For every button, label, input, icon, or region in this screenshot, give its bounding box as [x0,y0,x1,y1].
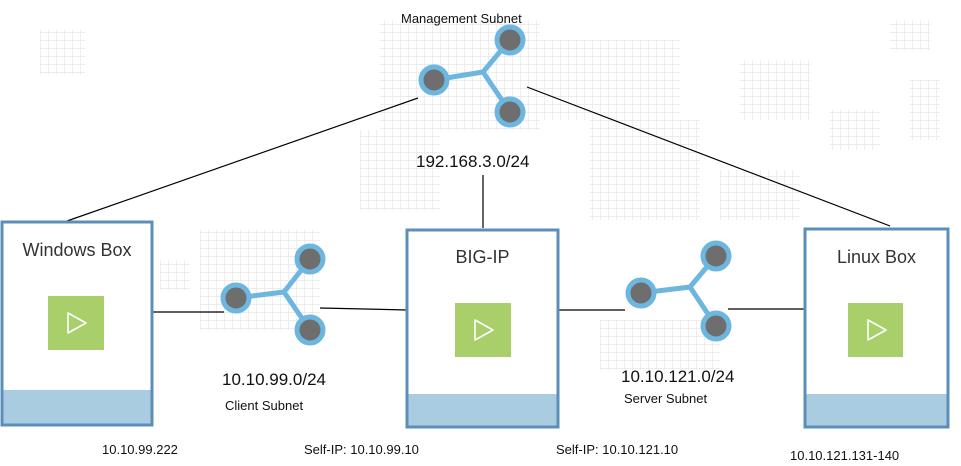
client-subnet-icon [220,243,326,346]
windows-play-tile [48,296,104,350]
server-subnet-icon [625,240,732,342]
management-subnet-icon [418,24,526,128]
bigip-box [405,228,560,429]
bigip-box-title: BIG-IP [455,247,510,267]
windows-box-title-wrap: Windows Box [2,240,152,262]
link-management-linux [526,86,891,227]
play-icon [867,319,887,341]
linux-box [803,227,950,429]
linux-box-title: Linux Box [836,247,917,267]
client-subnet-name: Client Subnet [225,398,304,413]
linux-ip: 10.10.121.131-140 [790,448,900,463]
link-client-bigip [319,307,409,311]
linux-box-title-wrap: Linux Box [805,247,948,269]
windows-ip: 10.10.99.222 [102,442,178,457]
linux-play-tile [848,303,903,357]
windows-box-title: Windows Box [22,240,132,260]
play-icon [474,319,494,341]
connections [66,86,891,313]
server-subnet-cidr: 10.10.121.0/24 [621,367,735,386]
server-subnet-name: Server Subnet [624,391,708,406]
windows-box [0,220,154,427]
bigip-play-tile [455,303,511,357]
bigip-server-self-ip: Self-IP: 10.10.121.10 [556,442,679,457]
client-subnet-cidr: 10.10.99.0/24 [222,370,326,389]
management-subnet-cidr: 192.168.3.0/24 [416,152,530,171]
play-icon [67,312,87,334]
bigip-client-self-ip: Self-IP: 10.10.99.10 [304,442,419,457]
bigip-box-title-wrap: BIG-IP [407,247,558,269]
link-windows-management [66,97,419,222]
management-subnet-name: Management Subnet [401,11,522,26]
